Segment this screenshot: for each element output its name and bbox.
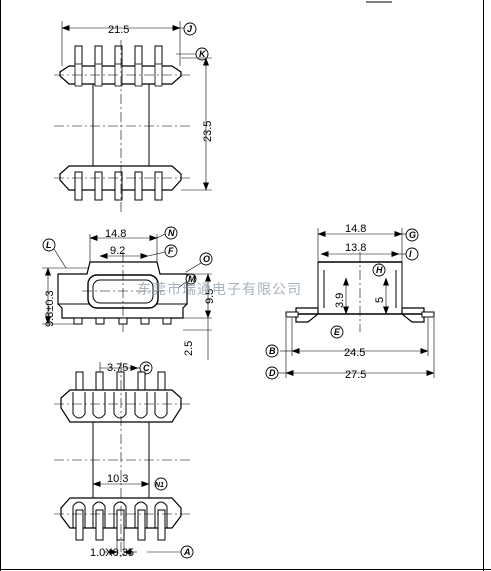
dim-side-9-8: 9.8±0.3 (44, 290, 56, 327)
dim-side-9-2: 9.2 (110, 245, 125, 257)
watermark: 东莞市瑞通电子有限公司 (137, 281, 302, 297)
tag-a: A (183, 547, 191, 557)
dim-front-13-8: 13.8 (345, 242, 366, 254)
tag-j: J (187, 24, 193, 34)
dim-front-5: 5 (374, 297, 386, 303)
tag-l: L (46, 240, 52, 250)
dim-side-2-5: 2.5 (183, 341, 195, 356)
top-view: 21.5 J K (54, 21, 214, 212)
tag-i: I (409, 249, 412, 259)
front-view: 14.8 G 13.8 I H 3.9 5 E (265, 223, 435, 381)
tag-o: O (203, 254, 210, 264)
dim-front-14-8: 14.8 (345, 223, 366, 235)
dim-front-3-9: 3.9 (334, 293, 346, 308)
dim-side-14-8: 14.8 (105, 228, 126, 240)
dim-top-height: 23.5 (202, 121, 214, 142)
tag-m: M (188, 274, 196, 284)
tag-c: C (143, 363, 150, 373)
tag-g: G (409, 230, 416, 240)
tag-d: D (269, 368, 276, 378)
dim-bottom-10-3: 10.3 (107, 473, 128, 485)
dim-bottom-3-75: 3.75 (107, 362, 128, 374)
dim-top-width: 21.5 (108, 24, 129, 36)
dim-front-24-5: 24.5 (344, 347, 365, 359)
tag-f: F (168, 246, 174, 256)
bottom-view: 3.75 C 10.3 N1 (54, 361, 194, 560)
side-view: 14.8 N 9.2 F L O M (42, 226, 216, 360)
tag-b: B (269, 346, 276, 356)
tag-n1: N1 (155, 482, 164, 489)
dim-front-27-5: 27.5 (345, 369, 366, 381)
dim-side-9-5: 9.5 (204, 289, 216, 304)
dim-bottom-pin: 1.0X0.35 (90, 547, 134, 559)
tag-k: K (199, 49, 207, 59)
tag-n: N (168, 228, 175, 238)
tag-e: E (334, 327, 341, 337)
tag-h: H (376, 265, 383, 275)
